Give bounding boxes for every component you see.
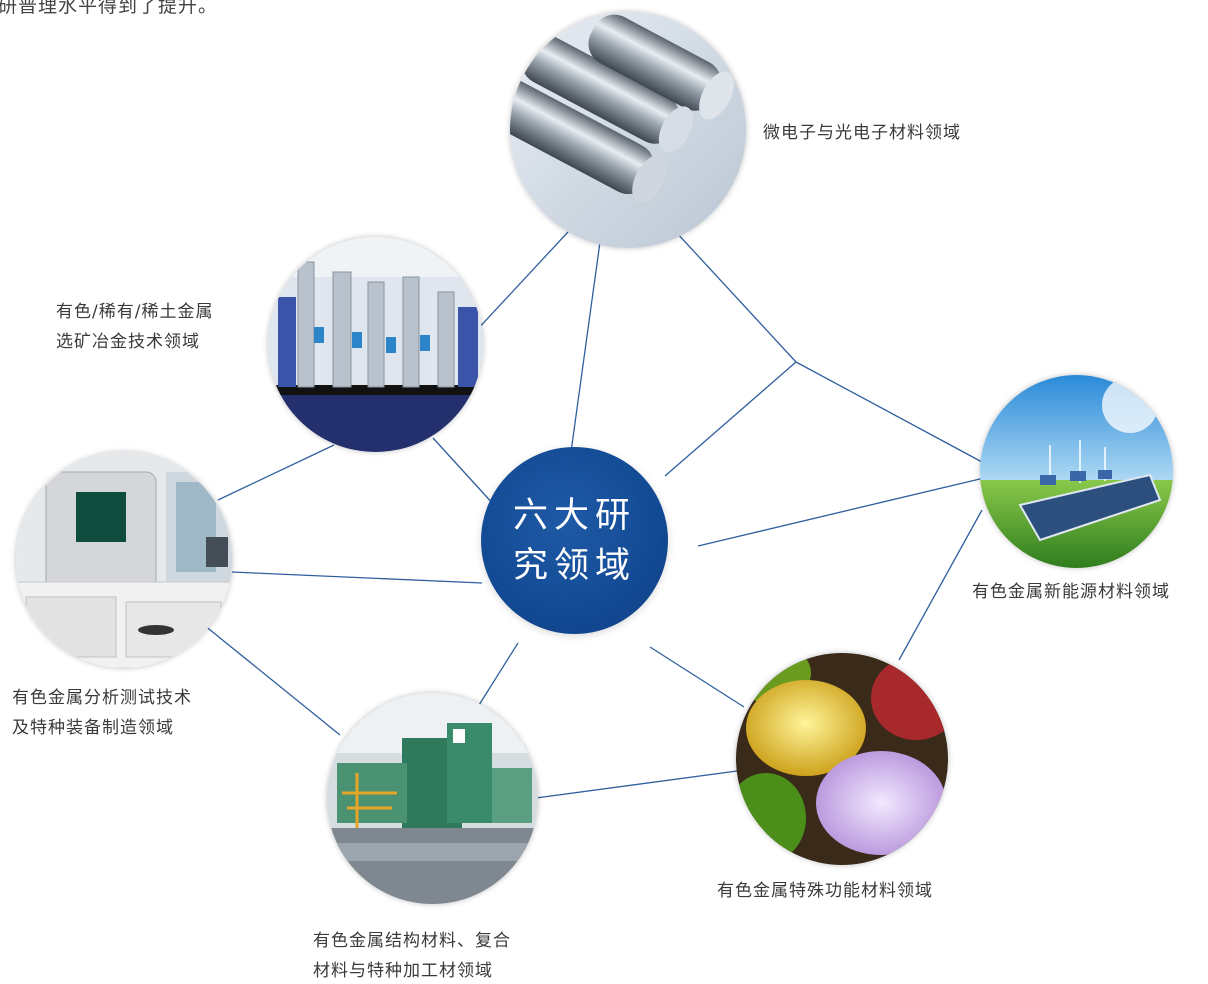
link-micro-junction xyxy=(675,231,797,363)
label-analysis: 有色金属分析测试技术 及特种装备制造领域 xyxy=(12,683,192,743)
label-functional: 有色金属特殊功能材料领域 xyxy=(717,881,933,901)
intro-text: 研普理水平得到了提升。 xyxy=(0,0,219,17)
label-structural-line1: 有色金属结构材料、复合 xyxy=(313,931,511,951)
label-metallurgy-line2: 选矿冶金技术领域 xyxy=(56,332,200,352)
link-energy-hub xyxy=(697,477,985,547)
link-junction-hub xyxy=(664,361,797,477)
label-metallurgy-line1: 有色/稀有/稀土金属 xyxy=(56,302,214,322)
link-metallurgy-analysis xyxy=(217,444,335,501)
rolling-mill-photo xyxy=(327,693,538,904)
center-hub: 六大研 究领域 xyxy=(481,447,668,634)
link-metallurgy-hub xyxy=(432,437,496,507)
center-title-line1: 六大研 xyxy=(512,495,636,536)
lab-equipment-photo xyxy=(268,237,483,452)
link-analysis-hub xyxy=(231,571,483,584)
solar-panel-photo xyxy=(980,375,1173,568)
metal-cylinders-photo xyxy=(510,12,746,248)
link-hub-structural xyxy=(473,642,519,714)
link-analysis-structural xyxy=(203,624,341,736)
center-title-line2: 究领域 xyxy=(512,545,636,586)
link-hub-functional xyxy=(649,646,745,708)
label-microelectronics: 微电子与光电子材料领域 xyxy=(763,123,961,143)
colored-powders-photo xyxy=(736,653,948,865)
analysis-instrument-photo xyxy=(16,452,232,668)
label-structural-line2: 材料与特种加工材领域 xyxy=(313,961,493,981)
link-structural-functional xyxy=(535,770,738,799)
label-structural: 有色金属结构材料、复合 材料与特种加工材领域 xyxy=(313,926,511,984)
label-analysis-line1: 有色金属分析测试技术 xyxy=(12,688,192,708)
label-energy: 有色金属新能源材料领域 xyxy=(972,582,1170,602)
link-energy-functional xyxy=(898,509,983,661)
label-metallurgy: 有色/稀有/稀土金属 选矿冶金技术领域 xyxy=(56,297,213,357)
link-micro-hub xyxy=(570,241,601,453)
link-junction-energy xyxy=(795,361,983,463)
label-analysis-line2: 及特种装备制造领域 xyxy=(12,718,174,738)
